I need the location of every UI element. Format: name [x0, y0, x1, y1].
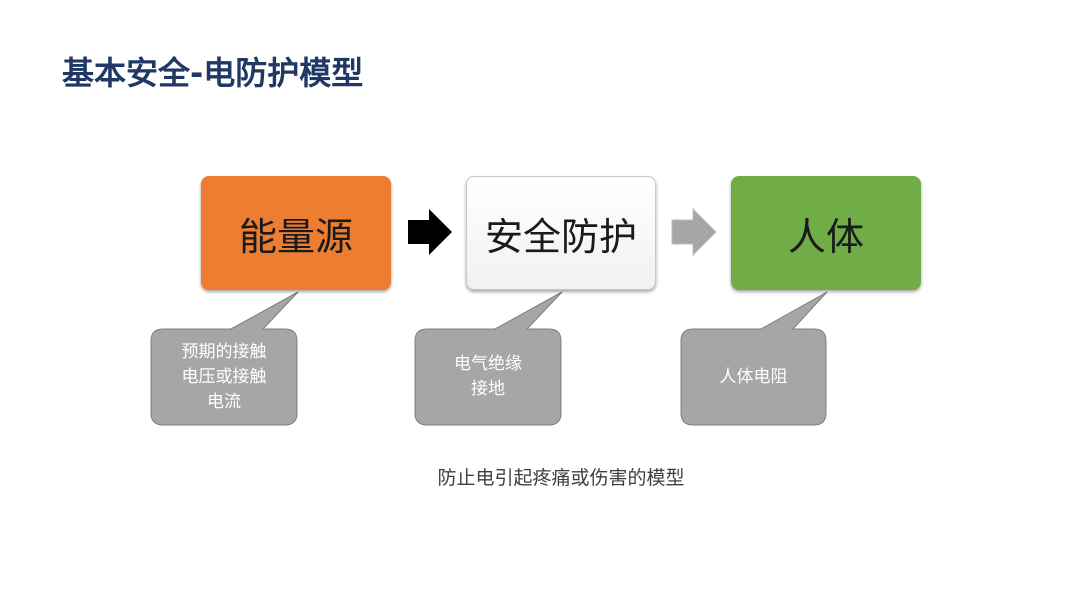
slide-title: 基本安全-电防护模型 — [62, 54, 364, 92]
callout-line: 人体电阻 — [719, 366, 788, 387]
callout-bubble-human-body — [680, 291, 828, 426]
callout-line: 电压或接触 — [181, 366, 267, 387]
energy-source-label: 能量源 — [238, 214, 353, 259]
callout-human-body: 人体电阻 — [681, 329, 826, 425]
callout-protection: 电气绝缘 接地 — [415, 329, 561, 425]
callout-line: 电流 — [207, 391, 241, 412]
right-arrow-icon — [671, 207, 717, 257]
safety-protection-label: 安全防护 — [484, 214, 637, 259]
callout-bubble-energy-source — [150, 291, 299, 426]
callout-line: 预期的接触 — [181, 341, 267, 362]
human-body-label: 人体 — [787, 214, 864, 259]
callout-line: 接地 — [471, 379, 505, 399]
callout-energy-source: 预期的接触 电压或接触 电流 — [151, 329, 297, 425]
right-arrow-icon — [408, 209, 452, 255]
human-body-box: 人体 — [731, 176, 921, 290]
callout-bubble-protection — [414, 291, 563, 426]
safety-protection-box: 安全防护 — [466, 176, 656, 290]
diagram-caption: 防止电引起疼痛或伤害的模型 — [437, 467, 685, 489]
callout-line: 电气绝缘 — [454, 354, 522, 374]
energy-source-box: 能量源 — [201, 176, 391, 290]
